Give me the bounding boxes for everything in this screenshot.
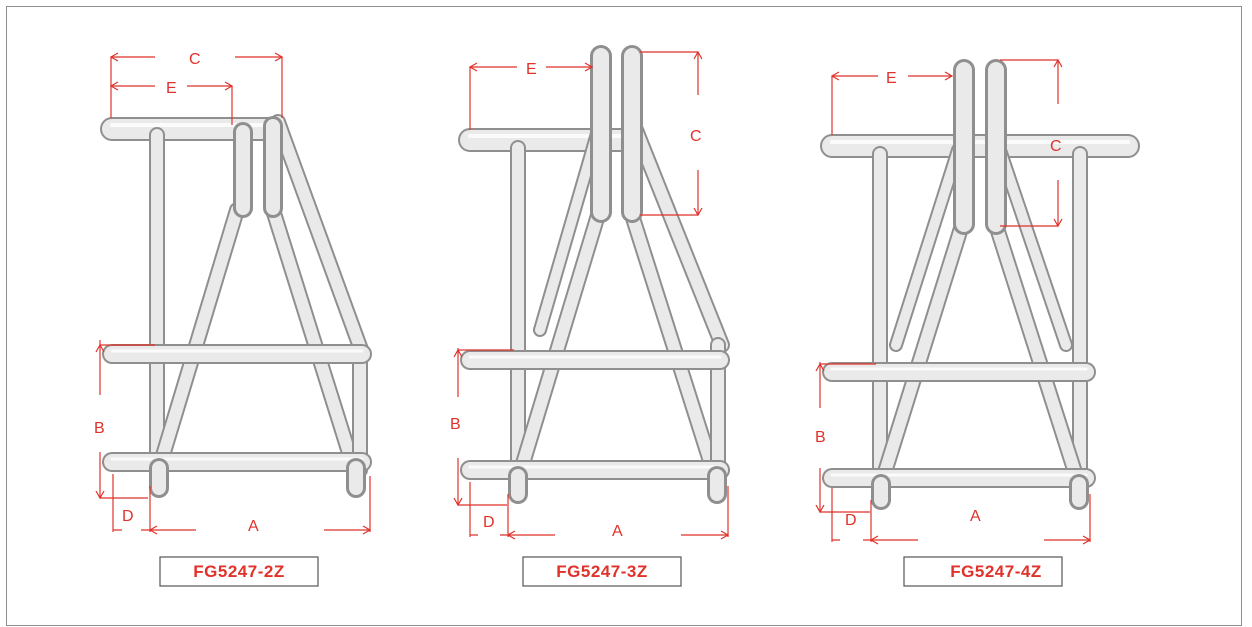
model-label-box [522, 556, 682, 587]
dim-c-label: C [1050, 138, 1062, 155]
model-label: FG5247-2Z [193, 562, 284, 581]
dimension-lines [453, 50, 730, 540]
truss-tubes [100, 114, 372, 498]
truss-tubes [820, 59, 1140, 510]
dim-b-label: B [450, 416, 461, 433]
dim-d-label: D [845, 512, 857, 529]
dim-d-label: D [483, 514, 495, 531]
dim-a-label: A [970, 508, 981, 525]
dim-a-label: A [612, 523, 623, 540]
model-label-box [903, 556, 1063, 587]
dim-b-label: B [94, 420, 105, 437]
dimension-lines [95, 52, 372, 535]
truss-fg5247-4z: E C B D A FG5247-4Z [815, 58, 1140, 587]
dim-c-label: C [690, 128, 702, 145]
model-label: FG5247-3Z [556, 562, 647, 581]
dim-b-label: B [815, 429, 826, 446]
truss-fg5247-2z: C E B D A FG5247-2Z [94, 51, 372, 587]
dim-e-label: E [886, 70, 897, 87]
dim-c-label: C [189, 51, 201, 68]
truss-tubes [458, 45, 730, 504]
dim-a-label: A [248, 518, 259, 535]
dim-e-label: E [166, 80, 177, 97]
truss-fg5247-3z: E C B D A FG5247-3Z [450, 45, 730, 587]
dim-e-label: E [526, 61, 537, 78]
model-label: FG5247-4Z [950, 562, 1041, 581]
model-label-box [159, 556, 319, 587]
dimension-lines [815, 58, 1092, 545]
dim-d-label: D [122, 508, 134, 525]
